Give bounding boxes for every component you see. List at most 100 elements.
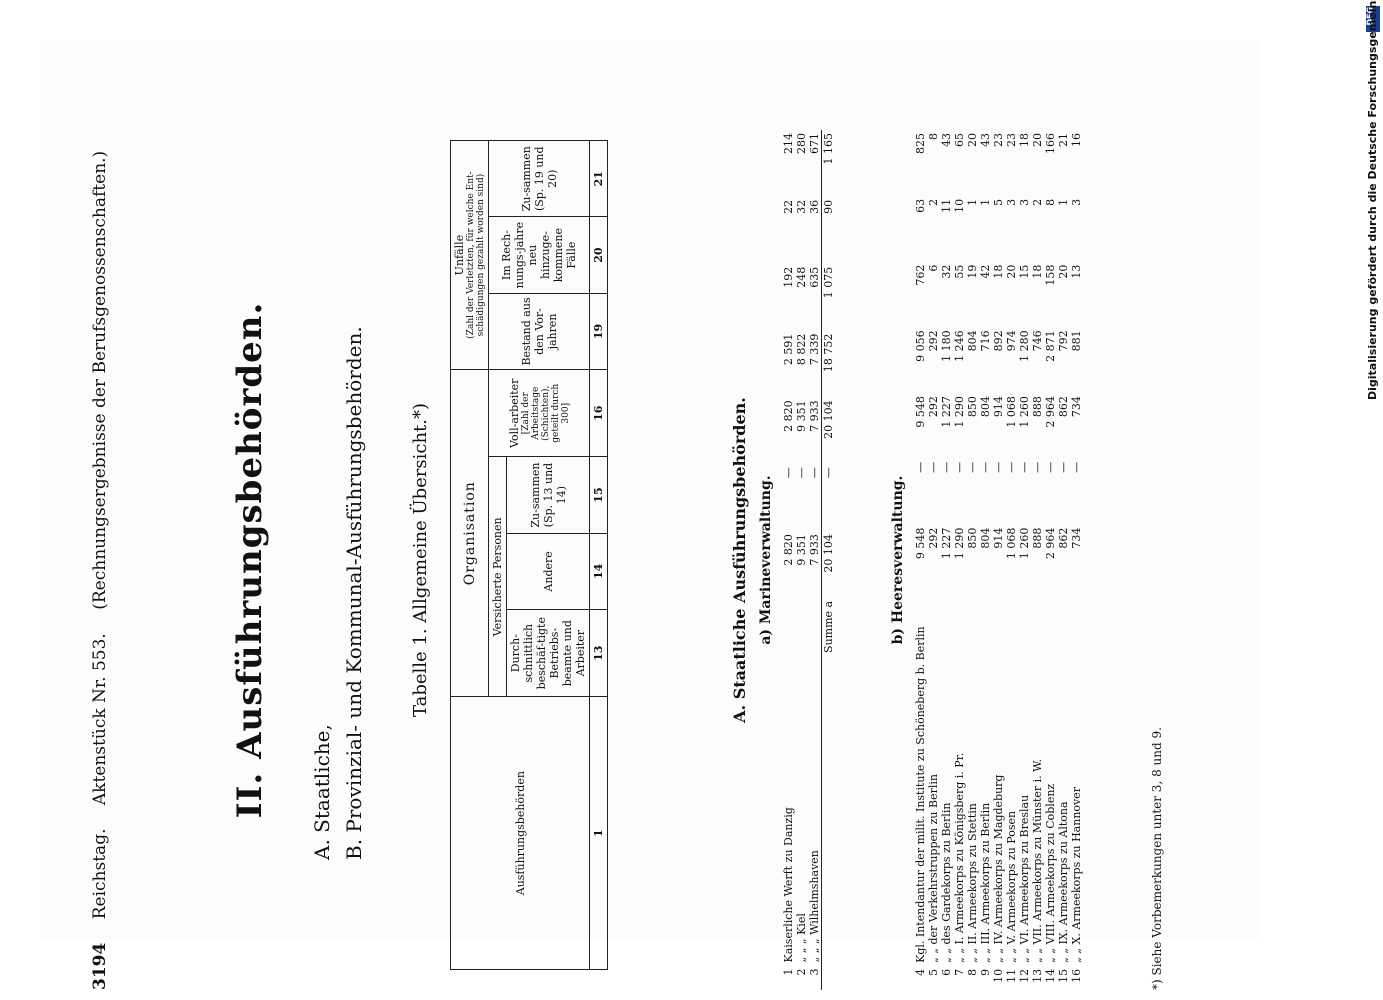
row-name: „ „ des Gardekorps zu Berlin xyxy=(940,802,953,963)
cell-c13: 1 290 xyxy=(953,527,966,560)
cell-c21: 18 xyxy=(1018,133,1031,147)
header-table: Ausführungsbehörden Organisation Unfälle… xyxy=(450,140,608,970)
cell-c14: — xyxy=(1018,461,1031,473)
row-name: „ „ V. Armeekorps zu Posen xyxy=(1005,810,1018,963)
cell-c19: 248 xyxy=(795,266,808,288)
row-number: 15 xyxy=(1057,968,1070,983)
cell-c19: 635 xyxy=(808,266,821,288)
column-number: 19 xyxy=(589,293,608,370)
cell-c15: 1 290 xyxy=(953,396,966,428)
section-a-title: A. Staatliche Ausführungsbehörden. xyxy=(730,397,749,723)
cell-c13: 888 xyxy=(1031,527,1044,549)
sum-c16: 18 752 xyxy=(821,330,835,398)
row-number: 11 xyxy=(1005,968,1018,983)
cell-c14: — xyxy=(953,461,966,473)
section-a-subtitle: a) Marineverwaltung. xyxy=(758,475,774,645)
row-name: Kgl. Intendantur der milit. Institute zu… xyxy=(914,626,927,963)
cell-c13: 862 xyxy=(1057,527,1070,549)
sum-c21: 1 165 xyxy=(821,130,835,197)
row-number: 2 xyxy=(795,968,808,976)
cell-c20: 63 xyxy=(914,198,927,213)
cell-c15: 2 820 xyxy=(782,400,795,432)
cell-c16: 804 xyxy=(966,330,979,352)
cell-c16: 292 xyxy=(927,330,940,352)
cell-c21: 16 xyxy=(1070,133,1083,147)
column-number: 13 xyxy=(589,609,608,697)
cell-c20: 22 xyxy=(782,199,795,214)
row-name: „ „ „ Kiel xyxy=(795,913,808,963)
cell-c13: 2 820 xyxy=(782,534,795,566)
cell-c20: 5 xyxy=(992,198,1005,206)
cell-c20: 3 xyxy=(1005,198,1018,206)
row-number: 7 xyxy=(953,968,966,976)
col-header-organisation: Organisation xyxy=(450,369,489,697)
cell-c16: 8 822 xyxy=(795,333,808,366)
row-number: 16 xyxy=(1070,968,1083,983)
cell-c16: 1 246 xyxy=(953,330,966,362)
cell-c16: 1 280 xyxy=(1018,330,1031,362)
row-name: „ „ VI. Armeekorps zu Breslau xyxy=(1018,794,1031,963)
cell-c20: 3 xyxy=(1018,198,1031,206)
cell-c14: — xyxy=(1031,461,1044,473)
cell-c14: — xyxy=(1044,461,1057,473)
sum-c20: 90 xyxy=(821,196,835,264)
funding-note: Digitalisierung gefördert durch die Deut… xyxy=(1366,0,1380,400)
cell-c20: 11 xyxy=(940,198,953,213)
cell-c21: 8 xyxy=(927,133,940,140)
subtitle-a: A. Staatliche, xyxy=(310,724,334,860)
row-name: „ „ der Verkehrstruppen zu Berlin xyxy=(927,774,940,963)
cell-c21: 65 xyxy=(953,133,966,147)
row-number: 14 xyxy=(1044,968,1057,983)
cell-c19: 20 xyxy=(1057,264,1070,279)
cell-c14: — xyxy=(1005,461,1018,473)
cell-c14: — xyxy=(808,467,821,479)
cell-c20: 8 xyxy=(1044,198,1057,206)
cell-c14: — xyxy=(782,467,795,479)
cell-c15: 734 xyxy=(1070,396,1083,418)
cell-c15: 862 xyxy=(1057,396,1070,418)
table-row: 13 „ „ VII. Armeekorps zu Münster i. W. 88… xyxy=(1031,130,1044,990)
col-header-zusammen-unfaelle: Zu-sammen (Sp. 19 und 20) xyxy=(488,140,590,217)
section-b-subtitle: b) Heeresverwaltung. xyxy=(890,475,906,645)
cell-c13: 850 xyxy=(966,527,979,549)
cell-c20: 32 xyxy=(795,199,808,214)
cell-c16: 974 xyxy=(1005,330,1018,352)
cell-c21: 20 xyxy=(1031,133,1044,147)
cell-c14: — xyxy=(966,461,979,473)
cell-c21: 280 xyxy=(795,133,808,154)
scanned-page: 3194 Reichstag. Aktenstück Nr. 553. (Rec… xyxy=(40,40,1260,990)
row-number: 13 xyxy=(1031,968,1044,983)
col-header-versicherte: Versicherte Personen xyxy=(488,456,507,697)
cell-c14: — xyxy=(940,461,953,473)
col-header-unfaelle: Unfälle (Zahl der Verletzten, für welche… xyxy=(450,140,489,370)
row-number: 5 xyxy=(927,968,940,976)
cell-c21: 20 xyxy=(966,133,979,147)
column-number-row: 1 13 14 15 16 19 20 21 xyxy=(589,140,608,970)
sum-c19: 1 075 xyxy=(821,263,835,331)
cell-c16: 7 339 xyxy=(808,333,821,366)
cell-c15: 1 068 xyxy=(1005,396,1018,428)
cell-c15: 9 548 xyxy=(914,396,927,428)
cell-c21: 23 xyxy=(992,133,1005,147)
row-name: „ „ III. Armeekorps zu Berlin xyxy=(979,802,992,963)
sum-c14: — xyxy=(821,464,835,532)
col-header-behoerden: Ausführungsbehörden xyxy=(450,696,590,970)
row-name: Kaiserliche Werft zu Danzig xyxy=(782,807,795,963)
column-number: 15 xyxy=(589,456,608,534)
row-name: „ „ VII. Armeekorps zu Münster i. W. xyxy=(1031,758,1044,963)
sum-c13: 20 104 xyxy=(821,531,835,598)
cell-c20: 1 xyxy=(1057,198,1070,206)
sum-c15: 20 104 xyxy=(821,397,835,465)
cell-c16: 9 056 xyxy=(914,330,927,362)
document-number: Aktenstück Nr. 553. xyxy=(90,633,110,806)
cell-c19: 55 xyxy=(953,264,966,279)
row-name: „ „ I. Armeekorps zu Königsberg i. Pr. xyxy=(953,752,966,963)
